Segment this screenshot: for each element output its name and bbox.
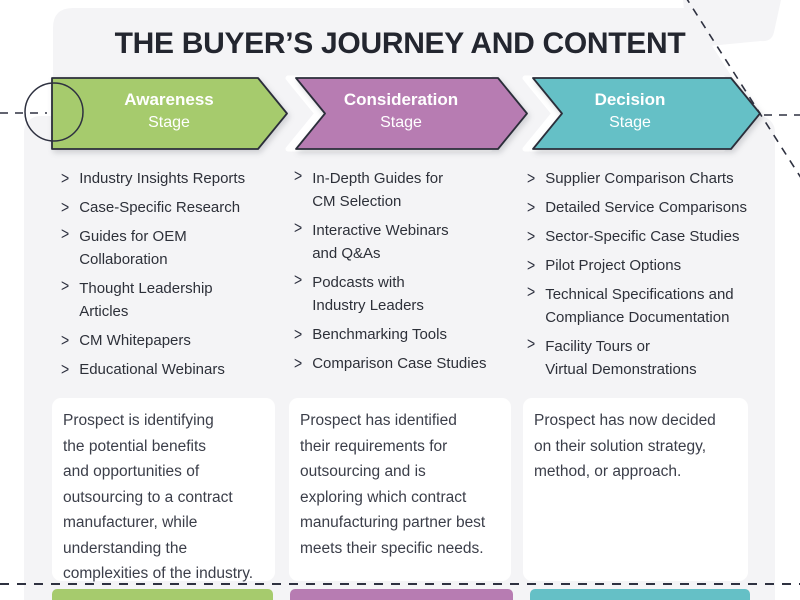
- list-item-text: Facility Tours or Virtual Demonstrations: [545, 338, 697, 378]
- list-item-text: Technical Specifications and Compliance …: [545, 286, 734, 326]
- list-item-text: Thought Leadership Articles: [79, 280, 213, 320]
- list-item: > Benchmarking Tools: [294, 323, 514, 346]
- list-item-text: Case-Specific Research: [79, 199, 241, 216]
- list-item: > Thought Leadership Articles: [61, 275, 276, 323]
- list-item: > Educational Webinars: [61, 358, 276, 381]
- chevron-icon: >: [294, 323, 303, 344]
- page-title: THE BUYER’S JOURNEY AND CONTENT: [114, 27, 686, 60]
- list-item: > Interactive Webinars and Q&As: [294, 217, 514, 265]
- list-item-text: Supplier Comparison Charts: [545, 170, 734, 187]
- chevron-icon: >: [61, 196, 70, 217]
- stage-name: Consideration: [343, 90, 459, 109]
- stage-bar-awareness: [52, 589, 273, 600]
- chevron-icon: >: [527, 281, 536, 301]
- stage-name: Awareness: [124, 90, 214, 109]
- chevron-icon: >: [294, 269, 303, 289]
- chevron-icon: >: [61, 275, 70, 295]
- list-item: > Case-Specific Research: [61, 196, 276, 219]
- list-item-text: Interactive Webinars and Q&As: [312, 222, 449, 262]
- list-item: > Detailed Service Comparisons: [527, 196, 777, 219]
- description-box-awareness: Prospect is identifying the potential be…: [52, 398, 275, 582]
- list-item: > Facility Tours or Virtual Demonstration…: [527, 333, 777, 381]
- stage-label-consideration: Consideration Stage: [301, 88, 501, 134]
- list-item: > In-Depth Guides for CM Selection: [294, 165, 514, 213]
- list-item-text: Sector-Specific Case Studies: [545, 228, 740, 245]
- content-column-decision: > Supplier Comparison Charts > Detailed Ser…: [527, 167, 777, 387]
- decision-arrow: [532, 77, 761, 150]
- description-box-decision: Prospect has now decided on their soluti…: [523, 398, 748, 581]
- chevron-icon: >: [294, 217, 303, 237]
- stage-bar-consideration: [290, 589, 513, 600]
- consideration-arrow: [295, 77, 528, 150]
- content-column-awareness: > Industry Insights Reports > Case-Specific…: [61, 167, 276, 387]
- list-item-text: Comparison Case Studies: [312, 355, 487, 372]
- list-item-text: Benchmarking Tools: [312, 326, 447, 343]
- list-item: > Pilot Project Options: [527, 254, 777, 277]
- stage-label-awareness: Awareness Stage: [69, 88, 269, 134]
- stage-bar-decision: [530, 589, 750, 600]
- stage-subtitle: Stage: [380, 114, 422, 131]
- list-item-text: Educational Webinars: [79, 361, 225, 378]
- list-item: > Sector-Specific Case Studies: [527, 225, 777, 248]
- list-item-text: Guides for OEM Collaboration: [79, 228, 187, 268]
- chevron-icon: >: [61, 223, 70, 243]
- stage-subtitle: Stage: [609, 114, 651, 131]
- awareness-arrow: [51, 77, 288, 150]
- list-item-text: Podcasts with Industry Leaders: [312, 274, 424, 314]
- list-item: > Technical Specifications and Compliance…: [527, 281, 777, 329]
- chevron-icon: >: [527, 167, 536, 188]
- list-item: > CM Whitepapers: [61, 329, 276, 352]
- description-box-consideration: Prospect has identified their requiremen…: [289, 398, 511, 581]
- list-item: > Comparison Case Studies: [294, 352, 514, 375]
- list-item: > Guides for OEM Collaboration: [61, 223, 276, 271]
- list-item-text: In-Depth Guides for CM Selection: [312, 170, 444, 210]
- diagonal-cut-line: [686, 0, 800, 178]
- chevron-icon: >: [294, 352, 303, 373]
- list-item: > Podcasts with Industry Leaders: [294, 269, 514, 317]
- chevron-icon: >: [527, 254, 536, 275]
- stage-label-decision: Decision Stage: [530, 88, 730, 134]
- chevron-icon: >: [527, 196, 536, 217]
- chevron-icon: >: [294, 165, 303, 185]
- chevron-icon: >: [527, 225, 536, 246]
- chevron-icon: >: [61, 358, 70, 379]
- chevron-icon: >: [527, 333, 536, 353]
- chevron-icon: >: [61, 329, 70, 350]
- list-item-text: Pilot Project Options: [545, 257, 682, 274]
- list-item-text: Detailed Service Comparisons: [545, 199, 747, 216]
- corner-card: [683, 0, 781, 48]
- stage-name: Decision: [594, 90, 666, 109]
- chevron-icon: >: [61, 167, 70, 188]
- list-item: > Industry Insights Reports: [61, 167, 276, 190]
- content-column-consideration: > In-Depth Guides for CM Selection > Intera…: [294, 165, 514, 381]
- list-item: > Supplier Comparison Charts: [527, 167, 777, 190]
- list-item-text: Industry Insights Reports: [79, 170, 246, 187]
- stage-subtitle: Stage: [148, 114, 190, 131]
- list-item-text: CM Whitepapers: [79, 332, 191, 349]
- circle-ornament: [24, 82, 84, 142]
